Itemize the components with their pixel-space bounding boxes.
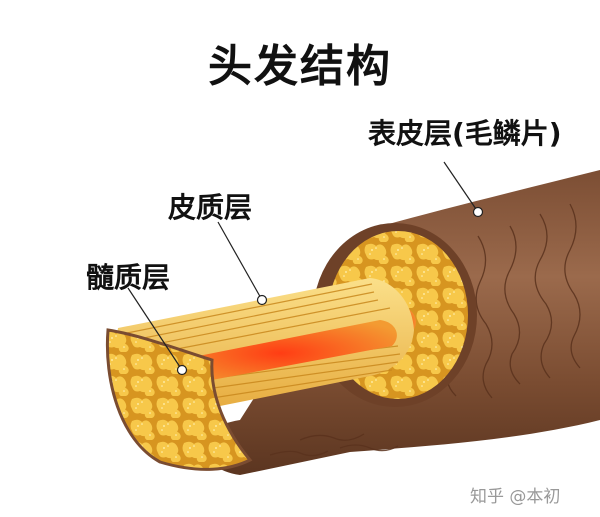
leader-dots [176, 206, 484, 376]
watermark: 知乎 @本初 [470, 487, 561, 507]
left-cut-face [105, 328, 253, 471]
page-title: 头发结构 [208, 41, 392, 92]
label-medulla: 髓质层 [86, 261, 171, 294]
leader-lines [127, 161, 479, 371]
medulla-core [163, 320, 397, 387]
label-cuticle: 表皮层(毛鳞片) [368, 117, 562, 150]
label-cortex: 皮质层 [168, 191, 253, 224]
